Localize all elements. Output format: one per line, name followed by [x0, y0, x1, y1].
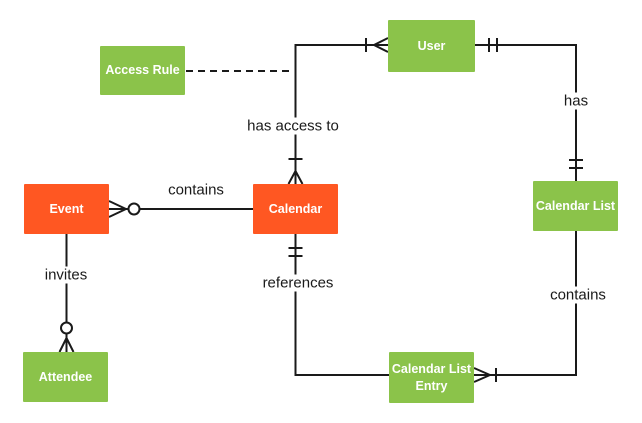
entity-access-rule-label: Access Rule: [105, 63, 180, 78]
crowsfoot-many-icon: [58, 337, 75, 353]
crowsfoot-many-icon: [373, 37, 389, 53]
crowsfoot-many-icon: [108, 200, 127, 218]
edge-line: [294, 44, 388, 184]
edge-label-has: has: [560, 92, 592, 110]
edge-line: [294, 234, 389, 376]
zero-ring-icon: [60, 321, 73, 335]
entity-calendar-list-label: Calendar List: [535, 198, 616, 213]
exactly-one-ticks-icon: [488, 38, 498, 52]
edge-label-invites: invites: [41, 266, 91, 284]
entity-event-label: Event: [49, 201, 84, 216]
entity-calendar-list[interactable]: Calendar List: [533, 181, 618, 231]
edge-user-has-calendar-list: [475, 38, 583, 181]
edge-has-access-to: [186, 37, 389, 185]
edge-label-has-access-to: has access to: [244, 117, 342, 135]
entity-user-label: User: [417, 38, 446, 53]
edge-references: [288, 234, 389, 376]
entity-calendar[interactable]: Calendar: [253, 184, 338, 234]
entity-event[interactable]: Event: [24, 184, 109, 234]
entity-calendar-label: Calendar: [268, 201, 323, 216]
exactly-one-ticks-icon: [569, 159, 583, 169]
edge-list-contains-entry: [473, 231, 577, 383]
exactly-one-ticks-icon: [288, 247, 303, 257]
edge-label-contains-list: contains: [547, 286, 609, 304]
entity-calendar-list-entry[interactable]: Calendar List Entry: [389, 352, 474, 403]
entity-user[interactable]: User: [388, 20, 475, 72]
edge-label-references: references: [259, 274, 337, 292]
entity-attendee[interactable]: Attendee: [23, 352, 108, 402]
crowsfoot-many-icon: [473, 367, 491, 383]
edge-label-contains: contains: [165, 181, 227, 199]
entity-calendar-list-entry-label: Calendar List Entry: [391, 362, 472, 393]
zero-ring-icon: [127, 202, 141, 216]
entity-attendee-label: Attendee: [38, 369, 93, 384]
edge-contains-event-calendar: [108, 200, 253, 218]
edge-line: [475, 44, 577, 181]
entity-access-rule[interactable]: Access Rule: [100, 46, 185, 95]
crowsfoot-many-icon: [287, 170, 304, 185]
edge-line: [474, 231, 577, 376]
edge-invites: [58, 234, 75, 353]
